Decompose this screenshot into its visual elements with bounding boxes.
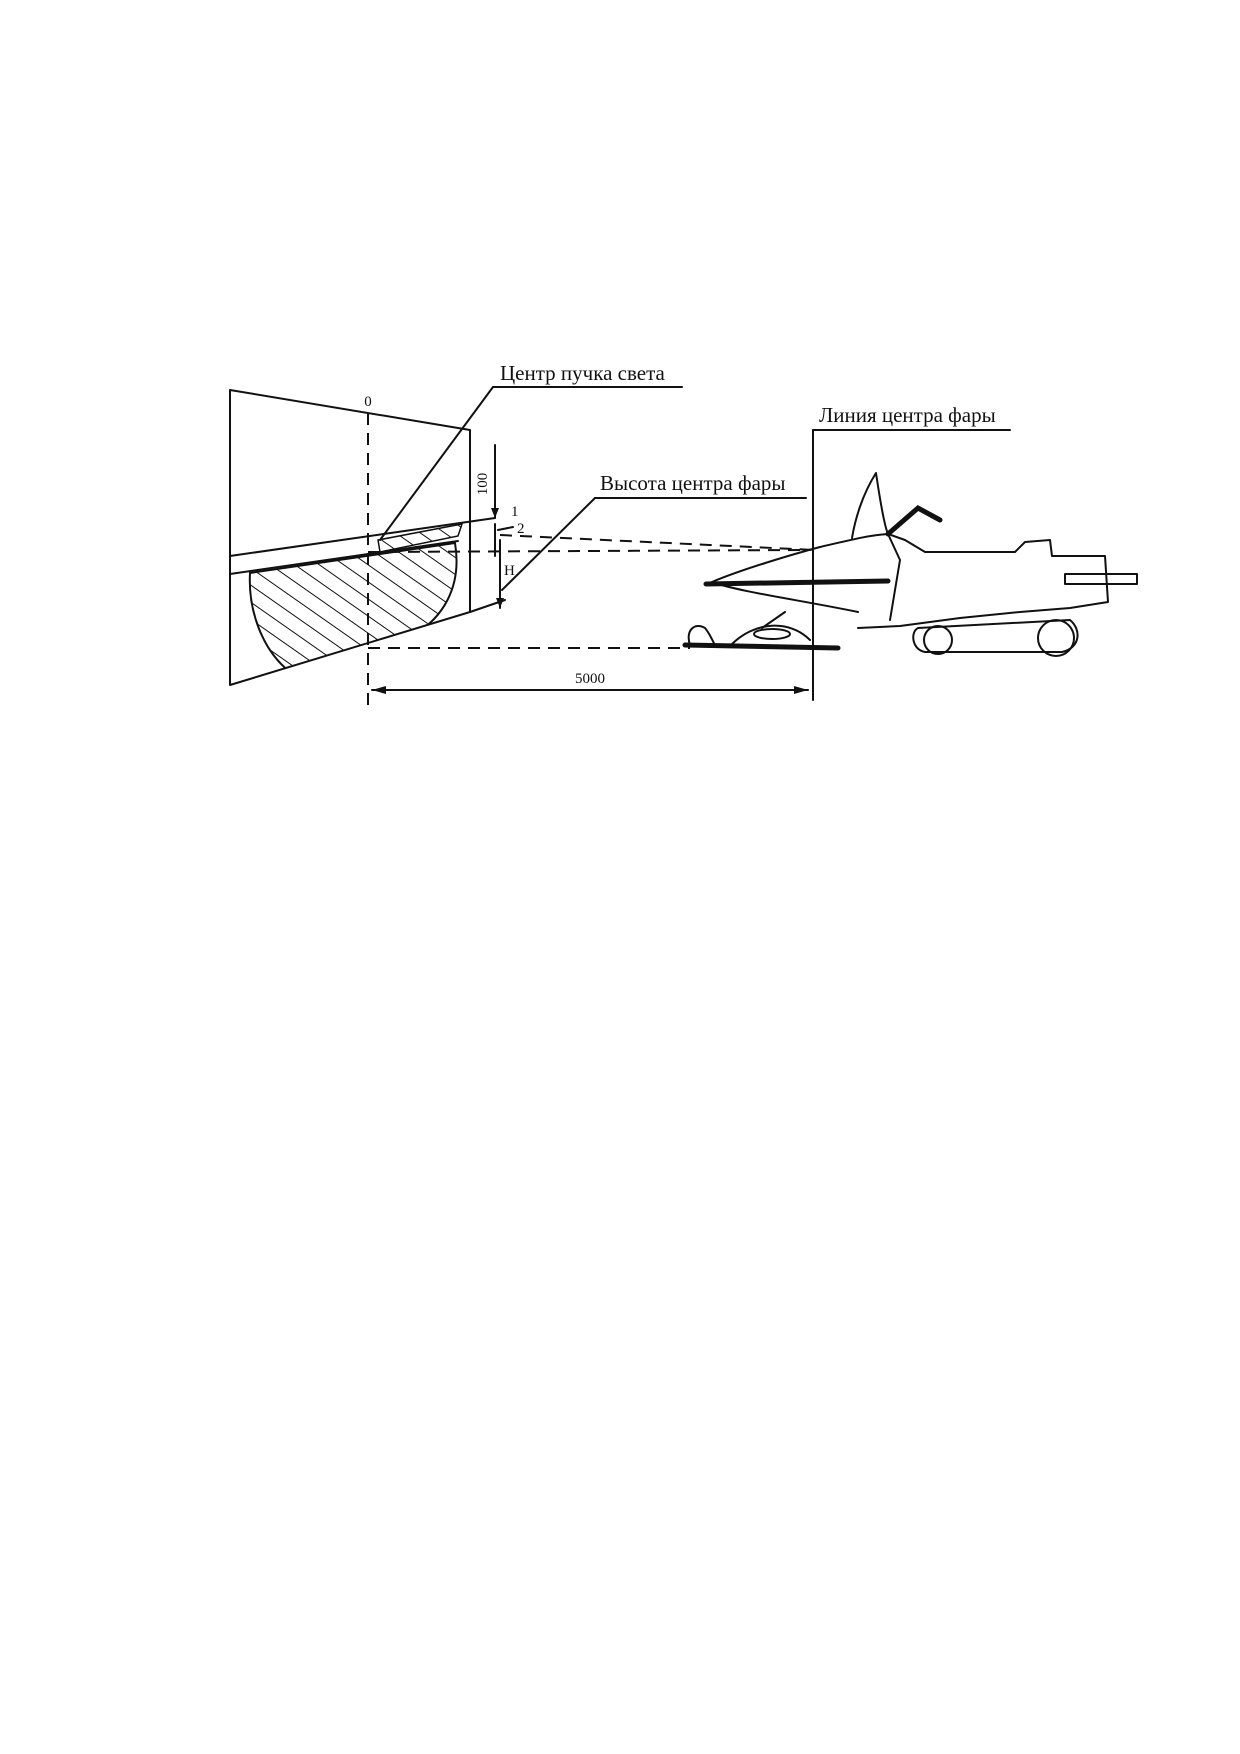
light-spot-upper — [377, 523, 464, 553]
track — [912, 619, 1079, 653]
light-spot-lower — [248, 541, 458, 674]
dim-100-arrow — [491, 508, 499, 518]
ski-tip — [687, 625, 716, 646]
ski-leg — [729, 624, 811, 647]
axis-zero-label: 0 — [364, 394, 372, 410]
mark-1-label: 1 — [511, 504, 519, 520]
headlight-projection-line — [367, 549, 809, 553]
headlight-height-label: Высота центра фары — [600, 471, 786, 495]
snowmobile-nose-bottom — [711, 581, 859, 613]
distance-arrow-right — [794, 686, 808, 694]
headlight-height-leader — [501, 497, 596, 591]
track-wheel-front — [923, 625, 953, 655]
windshield — [851, 472, 889, 539]
track-wheel-rear — [1037, 619, 1075, 657]
beam-center-leader — [379, 386, 494, 541]
screen-divider-upper — [229, 517, 496, 557]
ski-spindle — [753, 628, 791, 640]
screen-divider-lower — [229, 540, 459, 575]
dim-h-label: H — [504, 563, 515, 579]
mark-2-label: 2 — [517, 521, 525, 537]
headlight-line-label: Линия центра фары — [819, 403, 996, 427]
distance-arrow-left — [372, 686, 386, 694]
dim-h-arrow — [496, 598, 504, 608]
dim-100-label: 100 — [475, 473, 491, 496]
handlebar — [885, 504, 943, 537]
ski — [682, 642, 841, 651]
snowmobile-hood — [711, 533, 901, 621]
snowmobile-stripe[interactable] — [703, 578, 891, 587]
rear-bumper — [1064, 573, 1138, 585]
beam-projection-line — [499, 534, 816, 551]
snowmobile-body — [857, 533, 1109, 629]
mark-2-tick — [497, 526, 514, 531]
snowmobile — [682, 472, 1138, 657]
ski-strut — [761, 611, 786, 629]
distance-label: 5000 — [575, 671, 605, 687]
beam-center-label: Центр пучка света — [500, 361, 666, 385]
